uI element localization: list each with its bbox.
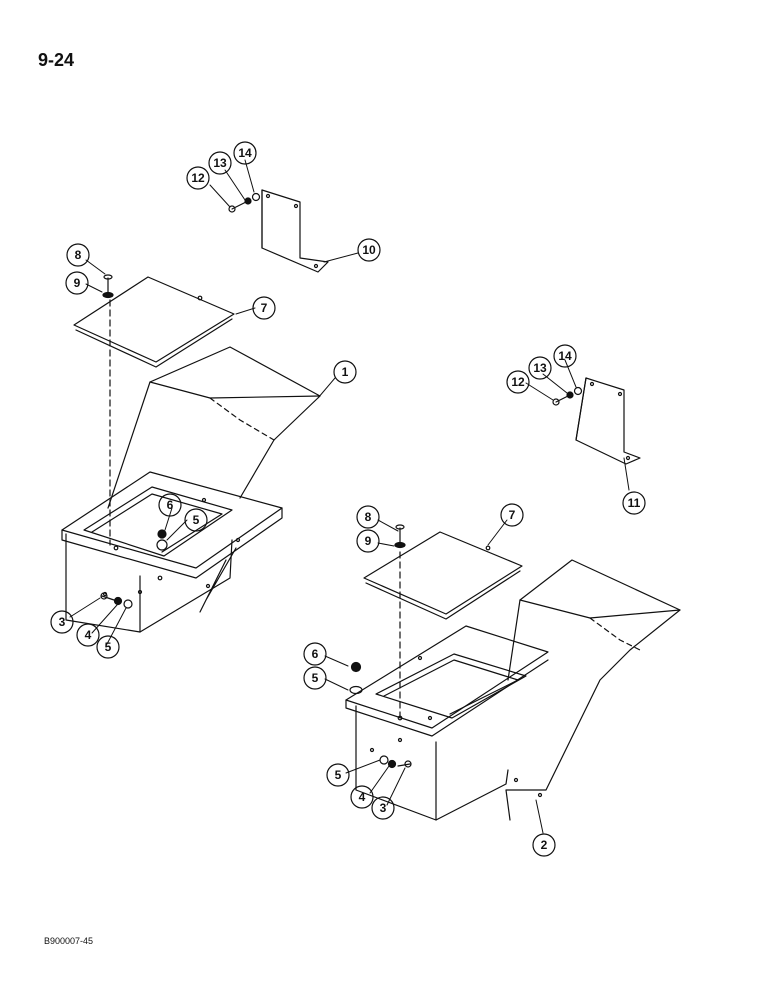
callout-label: 1 [342, 365, 349, 379]
console-2 [345, 559, 681, 821]
cover-plate-7-left [73, 276, 235, 368]
cover-plate-7-right [363, 531, 523, 620]
callout-label: 14 [238, 146, 252, 160]
callout-label: 8 [365, 510, 372, 524]
callout-label: 5 [105, 640, 112, 654]
console-2-hardware [379, 755, 412, 769]
callout-label: 11 [628, 496, 641, 510]
callout-label: 12 [511, 375, 525, 389]
leader-lines [69, 159, 630, 834]
figure-code: B900007-45 [44, 936, 94, 946]
callout-label: 7 [509, 508, 516, 522]
callout-label: 3 [59, 615, 66, 629]
callout-label: 8 [75, 248, 82, 262]
callout-label: 4 [85, 628, 92, 642]
callout-label: 9 [365, 534, 372, 548]
callout-label: 5 [312, 671, 319, 685]
callout-label: 7 [261, 301, 268, 315]
console-1 [61, 346, 321, 633]
page-number: 9-24 [38, 50, 75, 70]
callout-label: 12 [191, 171, 205, 185]
callout-label: 5 [335, 768, 342, 782]
bracket-10-hardware [228, 192, 261, 213]
bracket-11-hardware [552, 386, 583, 406]
nut-6-right [349, 661, 363, 695]
callout-label: 9 [74, 276, 81, 290]
callout-label: 14 [558, 349, 572, 363]
callout-label: 4 [359, 790, 366, 804]
console-1-hardware [100, 529, 168, 609]
bracket-10 [261, 189, 329, 273]
bolt-8-right [394, 524, 406, 549]
callout-label: 13 [533, 361, 547, 375]
callout-label: 6 [312, 647, 319, 661]
bracket-11 [575, 377, 641, 465]
callout-circles [50, 141, 646, 857]
callout-label: 13 [213, 156, 227, 170]
callout-label: 5 [193, 513, 200, 527]
callout-label: 10 [362, 243, 376, 257]
callout-label: 2 [541, 838, 548, 852]
callout-label: 3 [380, 801, 387, 815]
bolt-8-left [102, 274, 114, 299]
callout-label: 6 [167, 498, 174, 512]
